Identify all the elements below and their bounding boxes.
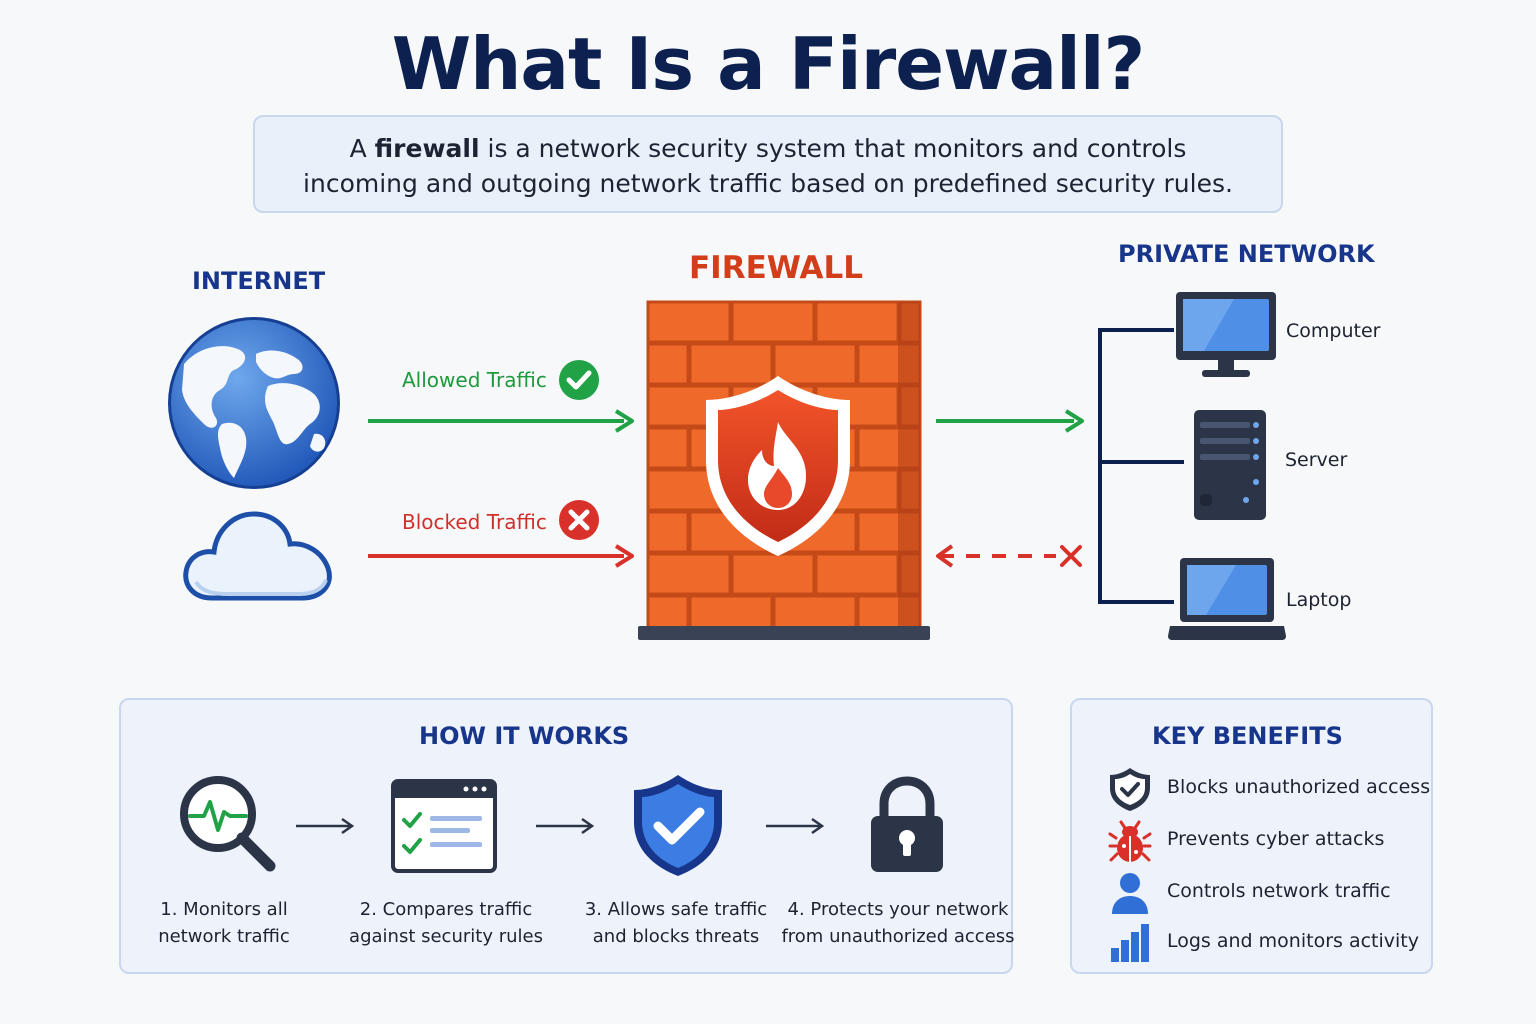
benefit-3-label: Controls network traffic (1167, 880, 1391, 902)
step-1-line-2: network traffic (158, 926, 290, 947)
intro-line-2: incoming and outgoing network traffic ba… (303, 169, 1233, 198)
allowed-arrow-in (366, 407, 636, 435)
step-4-line-2: from unauthorized access (781, 926, 1015, 947)
blocked-traffic-label: Blocked Traffic (402, 510, 547, 534)
benefit-shield-check-icon (1108, 766, 1152, 812)
bar-chart-icon (1110, 922, 1150, 964)
step-3-caption: 3. Allows safe traffic and blocks threat… (556, 896, 796, 950)
computer-label: Computer (1286, 320, 1381, 342)
benefit-2-label: Prevents cyber attacks (1167, 828, 1385, 850)
laptop-icon (1166, 556, 1288, 642)
step-arrow-2 (534, 814, 596, 838)
step-4-line-1: 4. Protects your network (787, 899, 1009, 920)
blocked-arrow-in (366, 542, 636, 570)
computer-icon (1174, 290, 1278, 380)
cloud-icon (182, 508, 334, 604)
step-arrow-3 (764, 814, 826, 838)
bug-icon (1108, 820, 1152, 864)
checklist-window-icon (390, 778, 498, 874)
benefit-4-label: Logs and monitors activity (1167, 930, 1419, 952)
step-2-caption: 2. Compares traffic against security rul… (326, 896, 566, 950)
server-icon (1190, 408, 1270, 522)
intro-lead: A (349, 134, 375, 163)
key-benefits-title: KEY BENEFITS (1152, 722, 1343, 750)
check-circle-icon (558, 359, 600, 401)
benefit-1-label: Blocks unauthorized access (1167, 776, 1431, 798)
laptop-label: Laptop (1286, 589, 1352, 611)
intro-line-1-rest: is a network security system that monito… (479, 134, 1187, 163)
intro-bold-term: firewall (374, 134, 480, 163)
how-it-works-title: HOW IT WORKS (419, 722, 630, 750)
allowed-traffic-label: Allowed Traffic (402, 368, 547, 392)
intro-box: A firewall is a network security system … (253, 115, 1283, 213)
step-arrow-1 (294, 814, 356, 838)
padlock-icon (868, 776, 946, 874)
private-network-label: PRIVATE NETWORK (1118, 240, 1375, 268)
network-bracket (1096, 326, 1186, 606)
step-3-line-2: and blocks threats (592, 926, 760, 947)
step-2-line-2: against security rules (349, 926, 543, 947)
step-3-line-1: 3. Allows safe traffic (584, 899, 768, 920)
globe-icon (164, 314, 344, 492)
step-1-line-1: 1. Monitors all (160, 899, 288, 920)
shield-check-icon (630, 772, 726, 878)
intro-line-1: A firewall is a network security system … (255, 131, 1281, 166)
allowed-arrow-out (934, 407, 1086, 435)
how-it-works-panel (119, 698, 1013, 974)
x-circle-icon (558, 499, 600, 541)
firewall-label: FIREWALL (689, 250, 864, 286)
blocked-return-arrow (934, 542, 1086, 570)
page-title: What Is a Firewall? (391, 22, 1146, 106)
user-icon (1110, 872, 1150, 916)
server-label: Server (1285, 449, 1348, 471)
step-2-line-1: 2. Compares traffic (359, 899, 533, 920)
firewall-wall-icon (636, 300, 936, 642)
step-4-caption: 4. Protects your network from unauthoriz… (772, 896, 1024, 950)
internet-label: INTERNET (192, 267, 326, 295)
magnifier-pulse-icon (176, 772, 278, 874)
step-1-caption: 1. Monitors all network traffic (104, 896, 344, 950)
